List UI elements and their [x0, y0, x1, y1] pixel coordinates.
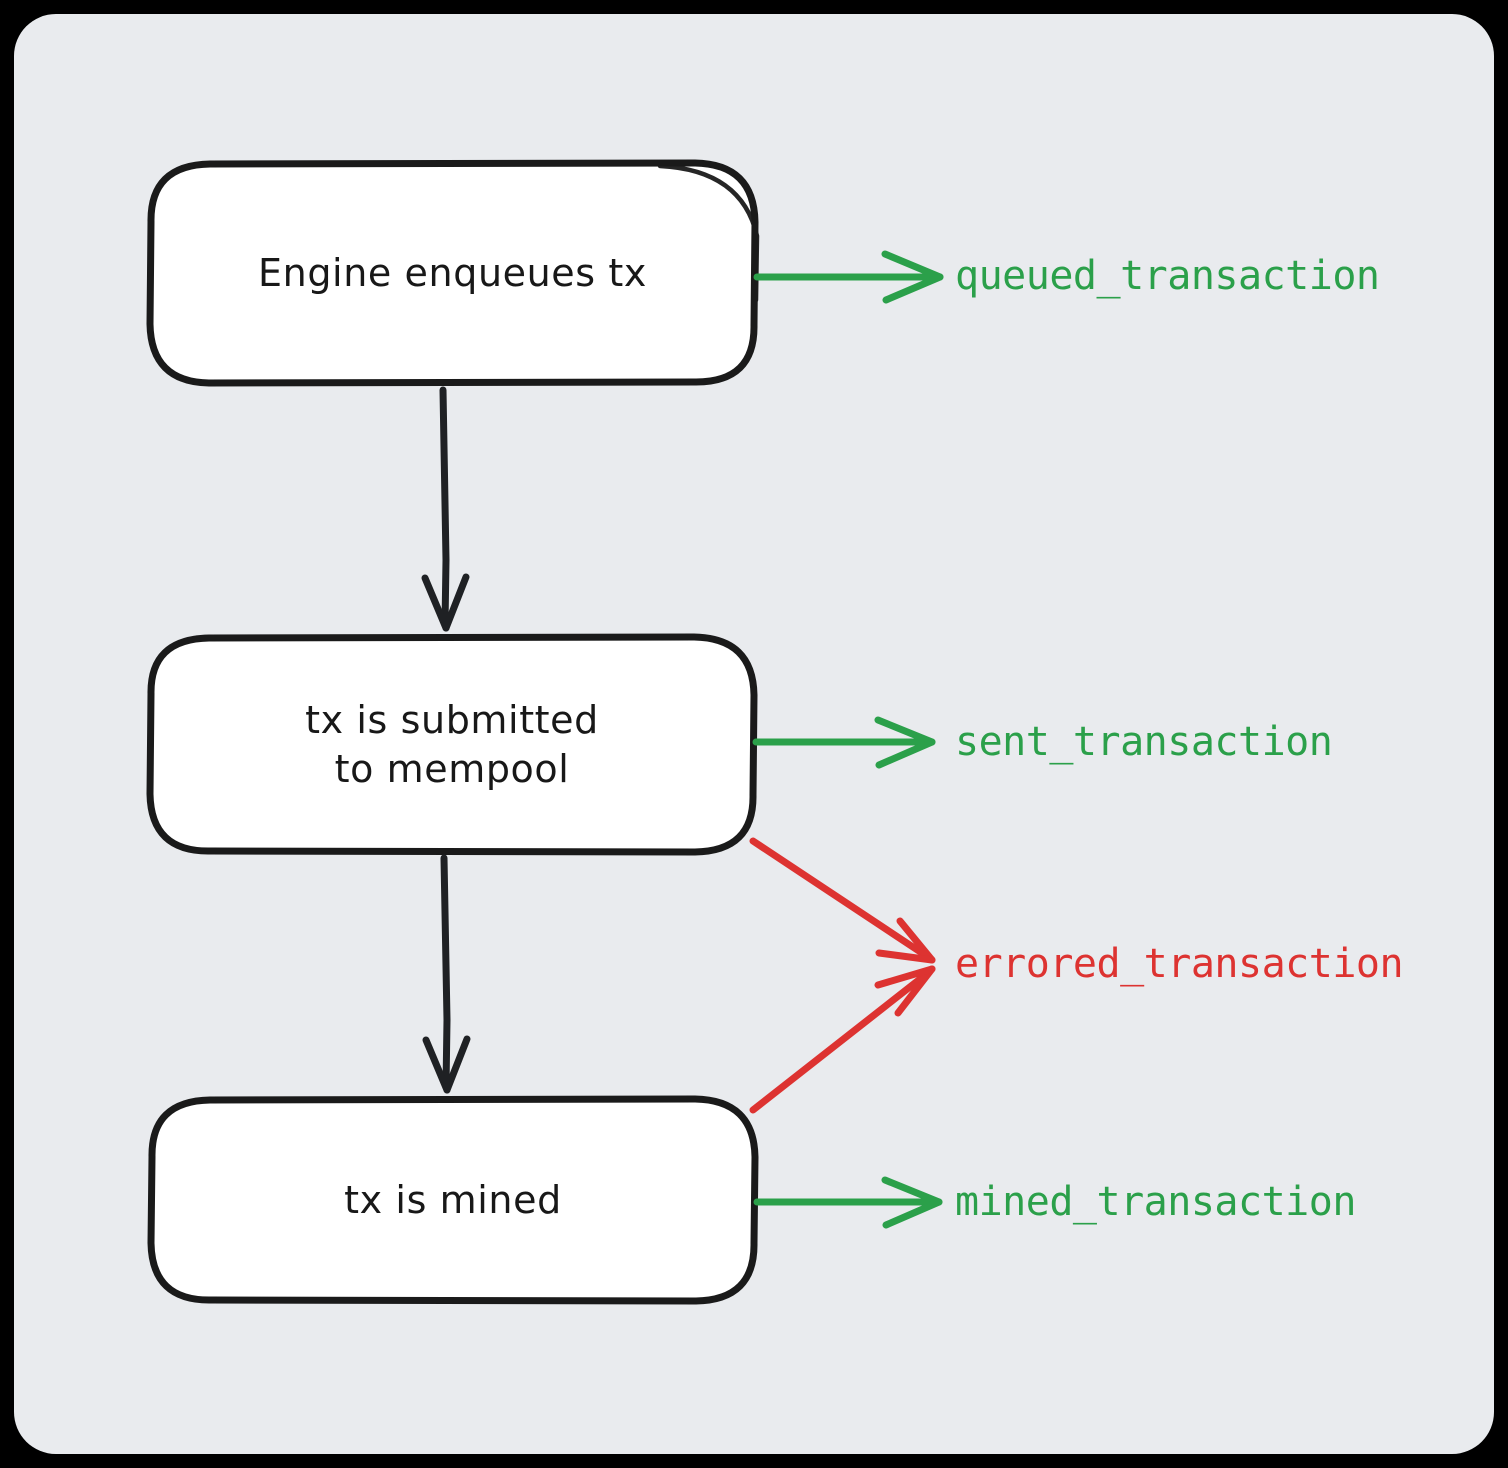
node-submitted[interactable] [146, 633, 758, 856]
event-label-sent-transaction: sent_transaction [955, 719, 1333, 765]
node-queued[interactable] [146, 159, 760, 387]
node-queued-shape [146, 159, 759, 387]
node-queued-sketch-overstroke [657, 163, 760, 303]
flow-edge-queued-to-submitted [421, 386, 470, 632]
event-arrow-errored-from-submitted [749, 837, 936, 964]
node-mined-shape [147, 1095, 759, 1305]
event-arrow-mined-transaction [753, 1176, 943, 1229]
event-arrow-errored-from-mined [749, 965, 936, 1114]
event-label-errored-transaction: errored_transaction [955, 941, 1404, 987]
node-mined[interactable] [147, 1095, 759, 1305]
flow-edge-submitted-to-mined [422, 854, 471, 1094]
event-label-queued-transaction: queued_transaction [955, 253, 1380, 299]
event-arrow-queued-transaction [753, 250, 944, 304]
event-label-mined-transaction: mined_transaction [955, 1179, 1356, 1225]
node-submitted-shape [146, 633, 758, 856]
event-arrow-sent-transaction [752, 716, 936, 769]
